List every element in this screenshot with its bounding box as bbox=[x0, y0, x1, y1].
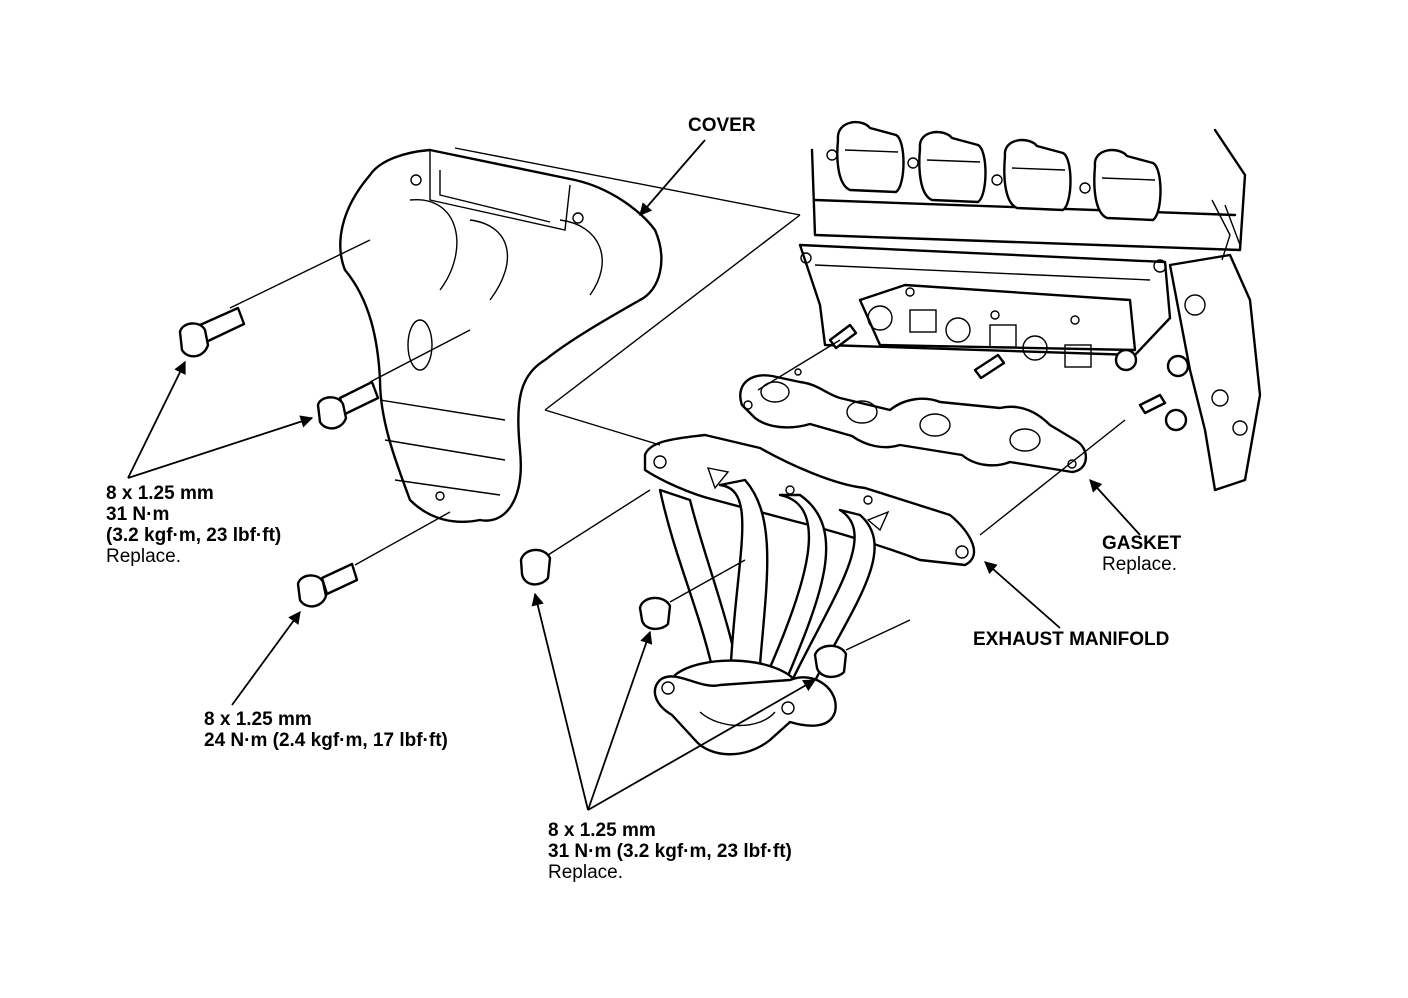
exhaust-manifold bbox=[643, 433, 976, 756]
manifold-nuts-torque: 31 N·m (3.2 kgf·m, 23 lbf·ft) bbox=[548, 841, 792, 862]
heat-cover bbox=[339, 148, 663, 523]
cover-bolt-1 bbox=[178, 306, 246, 358]
manifold-nuts-note: Replace. bbox=[548, 862, 623, 883]
cover-bolt-lower-spec: 8 x 1.25 mm 24 N·m (2.4 kgf·m, 17 lbf·ft… bbox=[204, 709, 448, 751]
cover-label: COVER bbox=[688, 115, 756, 136]
gasket bbox=[739, 368, 1088, 474]
cover-bolt-lower-size: 8 x 1.25 mm bbox=[204, 709, 312, 730]
gasket-label-name: GASKET bbox=[1102, 533, 1182, 554]
cover-bolts-upper-note: Replace. bbox=[106, 546, 181, 567]
ignition-coil-1 bbox=[826, 120, 905, 194]
cover-bolts-upper-size: 8 x 1.25 mm bbox=[106, 483, 214, 504]
manifold-nuts-spec: 8 x 1.25 mm 31 N·m (3.2 kgf·m, 23 lbf·ft… bbox=[548, 820, 792, 883]
manifold-nuts-size: 8 x 1.25 mm bbox=[548, 820, 656, 841]
cover-bolts-upper-torque: 31 N·m bbox=[106, 504, 170, 525]
cover-bolt-lower-torque: 24 N·m (2.4 kgf·m, 17 lbf·ft) bbox=[204, 730, 448, 751]
cover-bolt-3 bbox=[296, 562, 359, 608]
cover-bolt-2 bbox=[316, 380, 380, 430]
head-nuts bbox=[1114, 348, 1190, 432]
ignition-coil-3 bbox=[991, 138, 1072, 212]
exhaust-manifold-label: EXHAUST MANIFOLD bbox=[973, 629, 1169, 650]
gasket-label-note: Replace. bbox=[1102, 554, 1177, 575]
cover-bolts-upper-spec: 8 x 1.25 mm 31 N·m (3.2 kgf·m, 23 lbf·ft… bbox=[106, 483, 281, 567]
alignment-lines bbox=[229, 147, 1126, 651]
cover-label-text: COVER bbox=[688, 115, 756, 136]
cylinder-head bbox=[798, 120, 1262, 492]
ignition-coil-4 bbox=[1079, 148, 1162, 222]
gasket-label: GASKET Replace. bbox=[1102, 533, 1181, 575]
ignition-coil-2 bbox=[907, 130, 987, 204]
manifold-nuts bbox=[519, 548, 848, 679]
exhaust-manifold-label-text: EXHAUST MANIFOLD bbox=[973, 629, 1170, 650]
callout-arrows bbox=[127, 139, 1141, 811]
cover-bolts-upper-torque-alt: (3.2 kgf·m, 23 lbf·ft) bbox=[106, 525, 282, 546]
